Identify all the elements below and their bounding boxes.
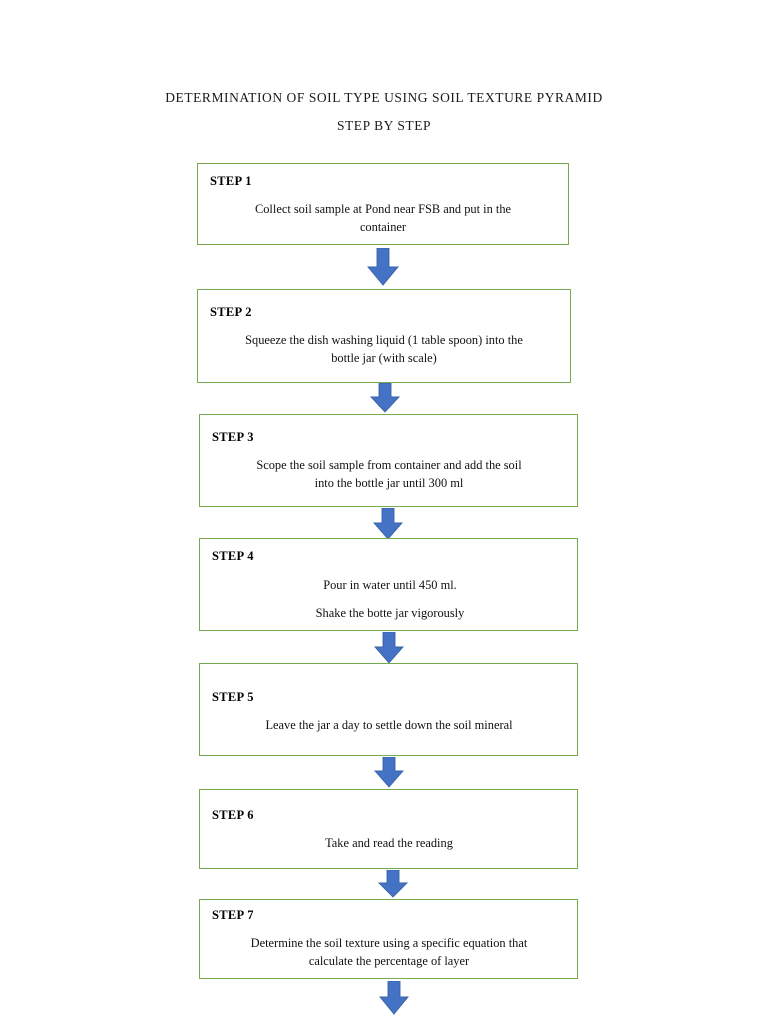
flow-node-step-4-label: STEP 4 xyxy=(212,549,254,563)
flow-node-step-2-body-line-2: bottle jar (with scale) xyxy=(331,351,437,365)
flow-node-step-3-body-line-2: into the bottle jar until 300 ml xyxy=(314,476,464,490)
flow-node-step-7-body-line-2: calculate the percentage of layer xyxy=(308,954,470,968)
flow-node-step-5-label: STEP 5 xyxy=(212,690,254,704)
page-title-line-1: DETERMINATION OF SOIL TYPE USING SOIL TE… xyxy=(165,90,603,105)
flow-node-step-5-body-line-1: Leave the jar a day to settle down the s… xyxy=(265,718,513,732)
flow-node-step-1-body-line-2: container xyxy=(359,220,407,234)
flow-node-step-4-body-line-1: Pour in water until 450 ml. xyxy=(323,578,457,592)
flow-node-step-5[interactable] xyxy=(199,663,578,756)
flow-node-step-1-label: STEP 1 xyxy=(210,174,252,188)
flow-node-step-6[interactable] xyxy=(199,789,578,869)
arrow-step3-to-step4 xyxy=(370,508,406,540)
arrow-step1-to-step2 xyxy=(364,248,402,286)
arrow-step6-to-step7 xyxy=(375,870,411,898)
arrow-step2-to-step3 xyxy=(367,383,403,413)
flow-node-step-6-label: STEP 6 xyxy=(212,808,254,822)
arrow-step7-to-next xyxy=(376,981,412,1015)
flow-node-step-7-body-line-1: Determine the soil texture using a speci… xyxy=(250,936,528,950)
arrow-step5-to-step6 xyxy=(371,757,407,788)
flow-node-step-4[interactable] xyxy=(199,538,578,631)
flow-node-step-5-body: Leave the jar a day to settle down the s… xyxy=(208,716,570,734)
page-title-line-2: STEP BY STEP xyxy=(336,118,432,133)
flow-node-step-7[interactable] xyxy=(199,899,578,979)
flow-node-step-1[interactable] xyxy=(197,163,569,245)
flow-node-step-6-body-line-1: Take and read the reading xyxy=(325,836,453,850)
flow-node-step-3-body: Scope the soil sample from container and… xyxy=(208,456,570,492)
flow-node-step-4-body: Pour in water until 450 ml. Shake the bo… xyxy=(212,576,568,622)
flow-node-step-1-body-line-1: Collect soil sample at Pond near FSB and… xyxy=(254,202,512,216)
flow-node-step-2-body-line-1: Squeeze the dish washing liquid (1 table… xyxy=(245,333,523,347)
flow-node-step-2-label: STEP 2 xyxy=(210,305,252,319)
flow-node-step-4-body-line-2: Shake the botte jar vigorously xyxy=(315,606,465,620)
flow-node-step-2-body: Squeeze the dish washing liquid (1 table… xyxy=(204,331,564,367)
flow-node-step-3[interactable] xyxy=(199,414,578,507)
flow-node-step-6-body: Take and read the reading xyxy=(208,834,570,852)
flow-node-step-3-body-line-1: Scope the soil sample from container and… xyxy=(256,458,522,472)
flow-node-step-1-body: Collect soil sample at Pond near FSB and… xyxy=(206,200,560,236)
arrow-step4-to-step5 xyxy=(371,632,407,664)
flow-node-step-2[interactable] xyxy=(197,289,571,383)
page-title: DETERMINATION OF SOIL TYPE USING SOIL TE… xyxy=(0,84,768,140)
flow-node-step-7-label: STEP 7 xyxy=(212,908,254,922)
flow-node-step-7-body: Determine the soil texture using a speci… xyxy=(206,934,572,970)
flow-node-step-3-label: STEP 3 xyxy=(212,430,254,444)
